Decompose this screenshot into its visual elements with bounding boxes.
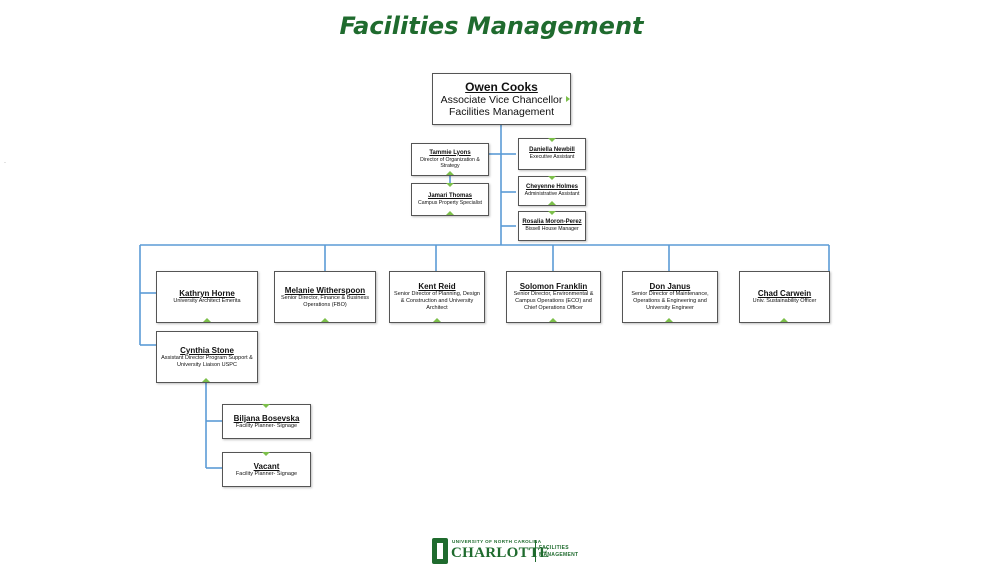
person-role: Director of Organization & Strategy (420, 156, 480, 170)
org-box-melanie-witherspoon[interactable]: Melanie Witherspoon Senior Director, Fin… (274, 271, 376, 323)
person-role: Administrative Assistant (524, 191, 580, 198)
org-box-owen-cooks[interactable]: Owen Cooks Associate Vice Chancellor Fac… (432, 73, 571, 125)
person-role: Facility Planner- Signage (235, 422, 298, 429)
person-name: Melanie Witherspoon (284, 285, 366, 295)
person-name: Cynthia Stone (180, 345, 234, 355)
person-name: Chad Carwein (757, 289, 812, 298)
person-role: Senior Director of Maintenance, Operatio… (631, 291, 709, 311)
person-role: Facility Planner- Signage (235, 470, 298, 477)
expand-marker-icon (433, 318, 441, 322)
expand-marker-icon (780, 318, 788, 322)
org-box-solomon-franklin[interactable]: Solomon Franklin Senior Director, Enviro… (506, 271, 601, 323)
person-name: Kent Reid (418, 282, 456, 291)
person-role: Senior Director, Finance & Business Oper… (280, 294, 370, 308)
person-name: Rosalia Moron-Perez (522, 219, 582, 226)
expand-marker-icon (446, 171, 454, 175)
person-role: Facilities Management (448, 106, 555, 118)
expand-marker-icon (262, 404, 270, 408)
person-role: University Architect Emerita (173, 298, 241, 304)
org-box-kent-reid[interactable]: Kent Reid Senior Director of Planning, D… (389, 271, 485, 323)
logo-university-text: UNIVERSITY OF NORTH CAROLINA (452, 539, 542, 544)
logo-dept-line2: MANAGEMENT (539, 552, 579, 558)
person-name: Solomon Franklin (519, 282, 588, 291)
logo-divider (535, 540, 536, 562)
person-name: Cheyenne Holmes (525, 184, 579, 191)
org-box-daniella-newbill[interactable]: Daniella Newbill Executive Assistant (518, 138, 586, 170)
org-box-vacant[interactable]: Vacant Facility Planner- Signage (222, 452, 311, 487)
person-name: Kathryn Horne (179, 289, 235, 298)
logo-dept-line1: FACILITIES (539, 545, 569, 551)
expand-marker-icon (321, 318, 329, 322)
person-role: Campus Property Specialist (417, 199, 482, 206)
org-box-rosalia-moron-perez[interactable]: Rosalia Moron-Perez Bissell House Manage… (518, 211, 586, 241)
logo-charlotte-text: CHARLOTTE (451, 545, 550, 561)
person-name: Daniella Newbill (529, 147, 575, 154)
page-title: Facilities Management (339, 12, 644, 40)
expand-marker-icon (548, 211, 556, 215)
person-name: Tammie Lyons (429, 149, 471, 156)
org-box-biljana-bosevska[interactable]: Biljana Bosevska Facility Planner- Signa… (222, 404, 311, 439)
expand-marker-icon (549, 318, 557, 322)
person-role: Bissell House Manager (525, 226, 579, 233)
expand-marker-icon (202, 378, 210, 382)
person-name: Vacant (253, 461, 280, 471)
expand-marker-icon (665, 318, 673, 322)
person-role: Executive Assistant (529, 154, 575, 161)
org-box-jamari-thomas[interactable]: Jamari Thomas Campus Property Specialist (411, 183, 489, 216)
stray-mark: · (4, 160, 6, 166)
person-role: Associate Vice Chancellor (440, 94, 563, 106)
person-name: Don Janus (649, 282, 691, 291)
expand-marker-icon (548, 176, 556, 180)
person-role: Univ. Sustainability Officer (752, 298, 817, 304)
unc-charlotte-logo: UNIVERSITY OF NORTH CAROLINA CHARLOTTE F… (432, 536, 582, 566)
person-role: Senior Director of Planning, Design & Co… (394, 291, 480, 311)
expand-marker-icon (262, 452, 270, 456)
org-box-don-janus[interactable]: Don Janus Senior Director of Maintenance… (622, 271, 718, 323)
person-name: Jamari Thomas (427, 192, 473, 199)
person-role: Senior Director, Environmental & Campus … (513, 291, 594, 311)
org-box-kathryn-horne[interactable]: Kathryn Horne University Architect Emeri… (156, 271, 258, 323)
org-box-chad-carwein[interactable]: Chad Carwein Univ. Sustainability Office… (739, 271, 830, 323)
expand-marker-icon (203, 318, 211, 322)
expand-marker-icon (446, 183, 454, 187)
expand-marker-icon (446, 211, 454, 215)
person-name: Owen Cooks (465, 80, 538, 94)
expand-marker-icon (566, 96, 570, 102)
expand-marker-icon (548, 138, 556, 142)
logo-department: FACILITIES MANAGEMENT (539, 545, 578, 559)
crown-c-logo-icon (432, 538, 448, 564)
expand-marker-icon (548, 201, 556, 205)
org-box-cynthia-stone[interactable]: Cynthia Stone Assistant Director Program… (156, 331, 258, 383)
person-role: Assistant Director Program Support & Uni… (161, 354, 253, 368)
org-box-tammie-lyons[interactable]: Tammie Lyons Director of Organization & … (411, 143, 489, 176)
person-name: Biljana Bosevska (233, 413, 300, 423)
